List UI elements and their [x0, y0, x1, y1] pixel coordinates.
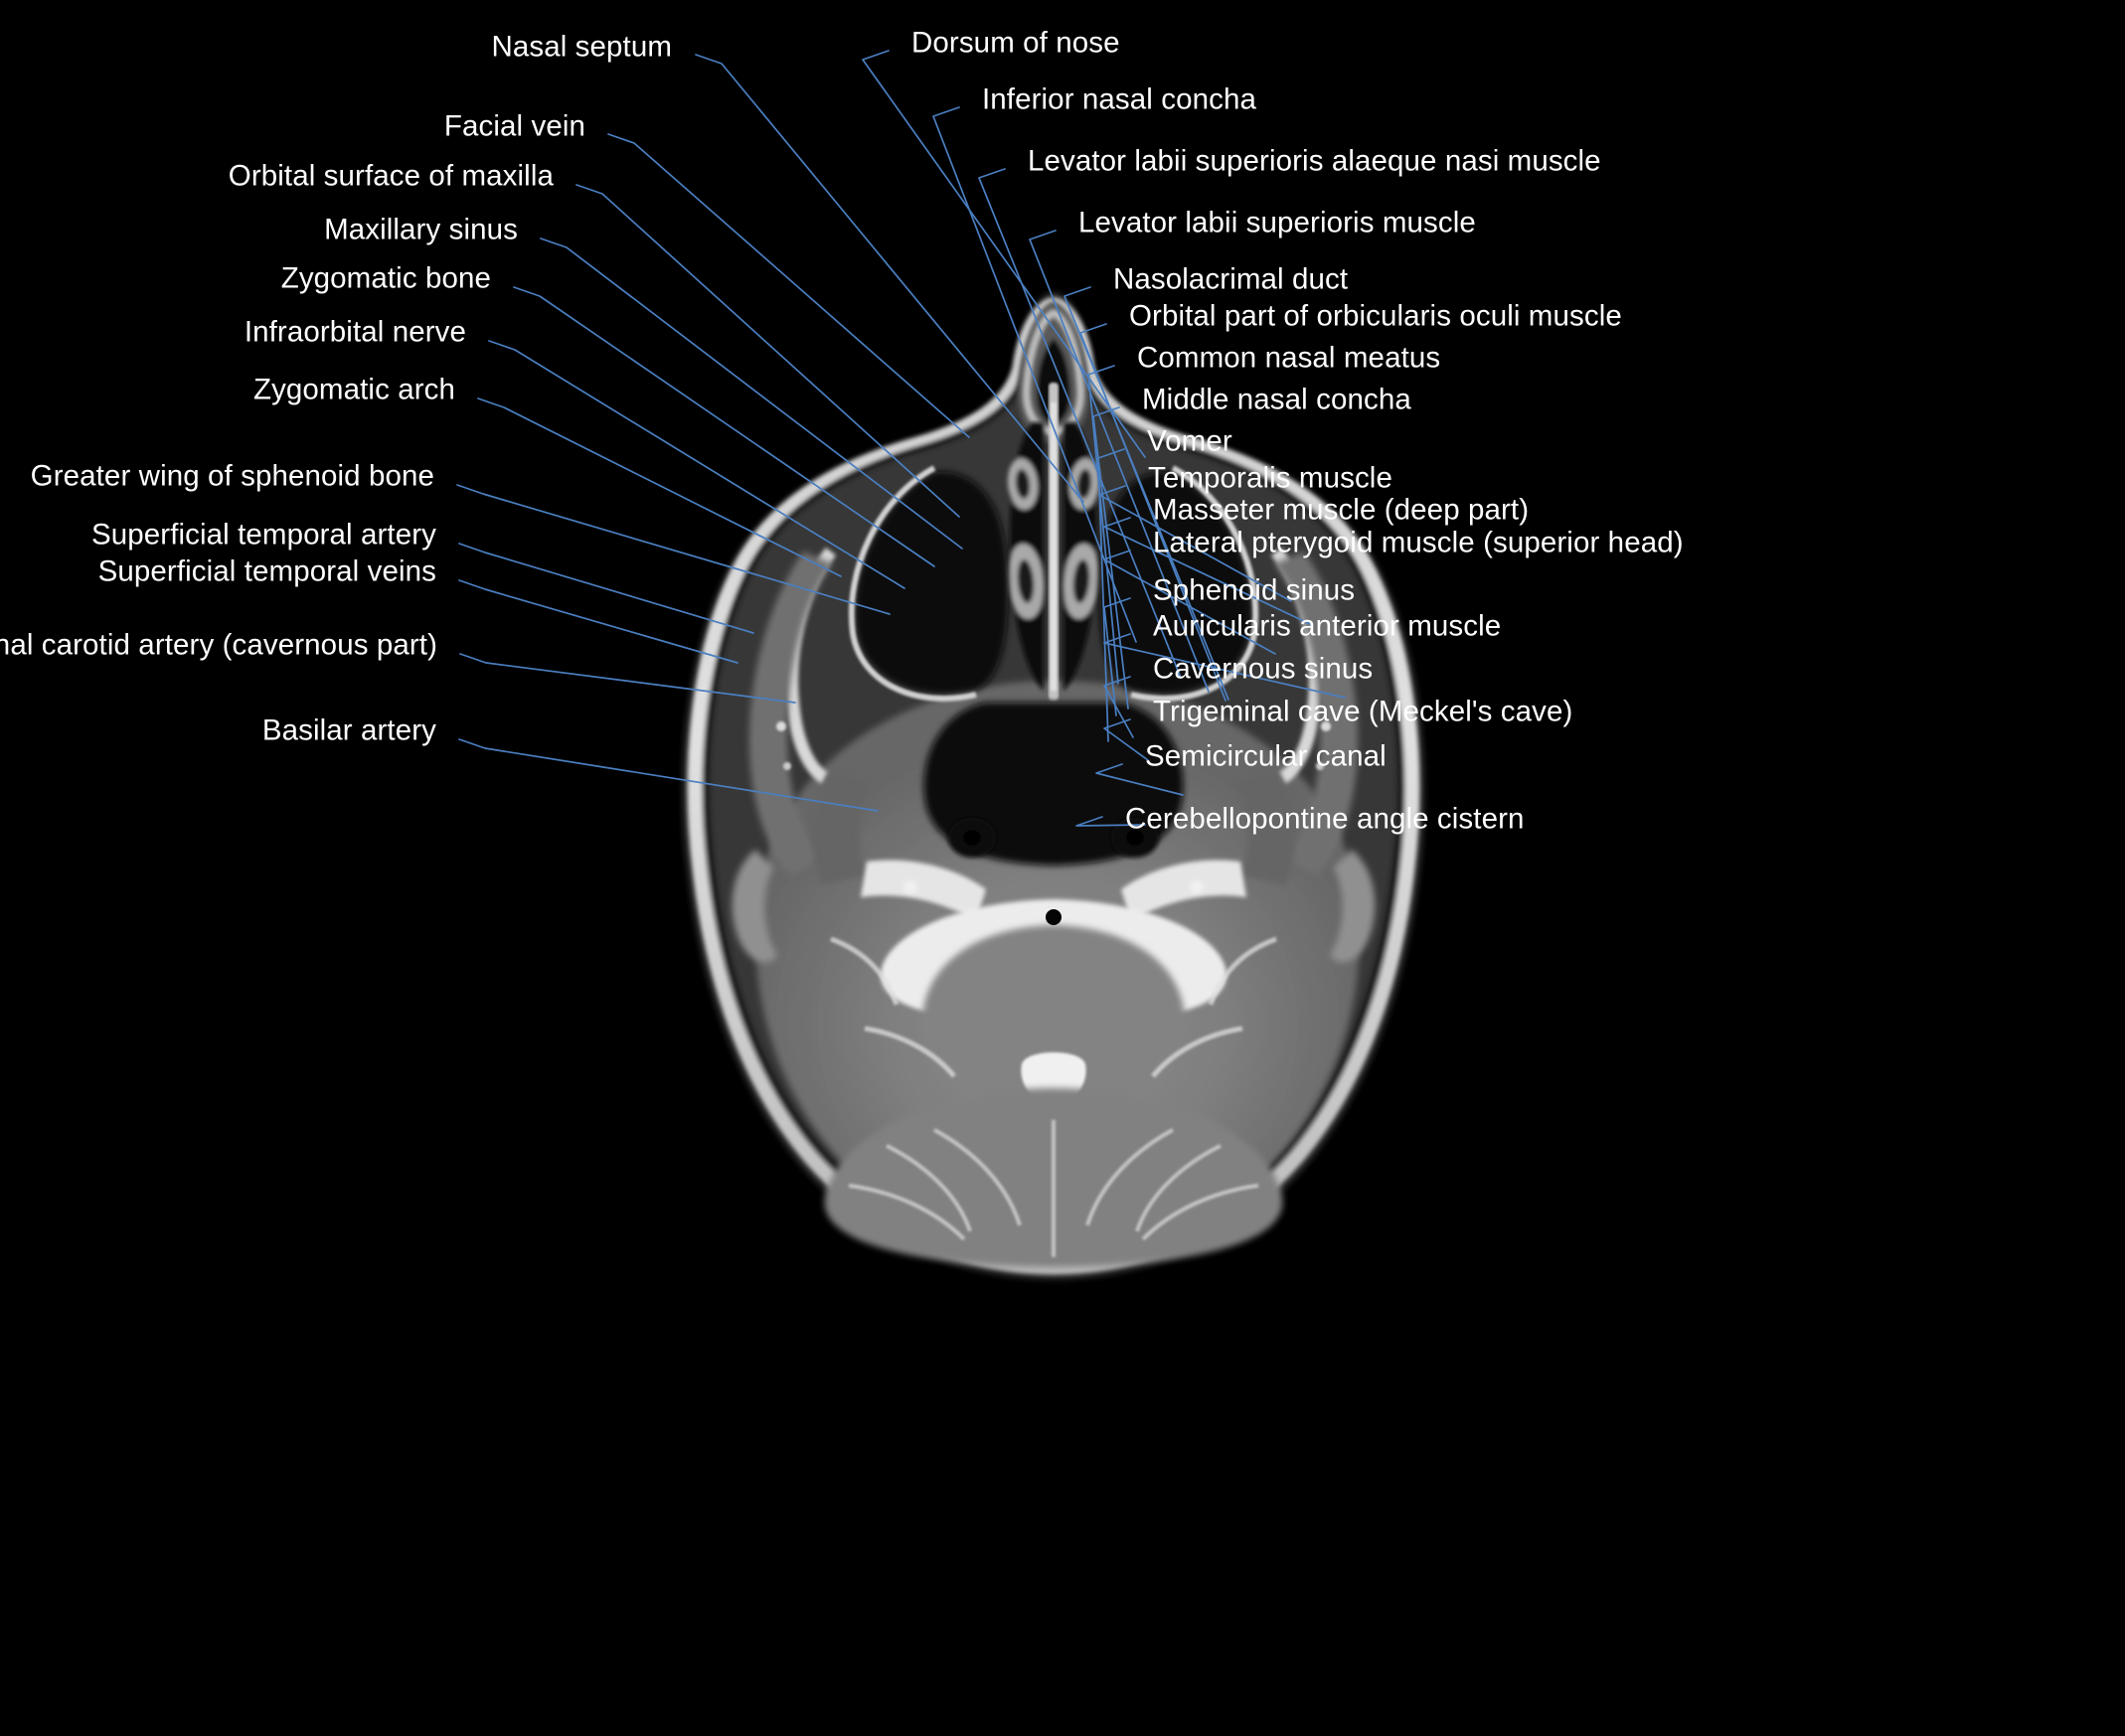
anatomy-label-vomer: Vomer — [1147, 424, 1232, 458]
anatomy-label-facial-vein: Facial vein — [443, 109, 585, 143]
petrous-temporal-bone — [861, 860, 1246, 921]
pons — [921, 925, 1186, 1112]
anatomy-label-cerebellopontine-angle-cistern: Cerebellopontine angle cistern — [1125, 802, 1525, 836]
anatomy-label-orbital-surface-of-maxilla: Orbital surface of maxilla — [228, 159, 554, 193]
anatomy-label-maxillary-sinus: Maxillary sinus — [324, 213, 518, 246]
anatomy-label-levator-labii-superioris-muscle: Levator labii superioris muscle — [1078, 206, 1476, 239]
anatomy-label-zygomatic-bone: Zygomatic bone — [280, 261, 491, 295]
anatomy-label-levator-labii-superioris-alaeque-nasi-muscle: Levator labii superioris alaeque nasi mu… — [1028, 144, 1601, 178]
auricle — [732, 850, 1376, 963]
anatomy-label-inferior-nasal-concha: Inferior nasal concha — [982, 82, 1256, 116]
csf-sulci — [830, 936, 1277, 1078]
anatomy-label-cavernous-sinus: Cavernous sinus — [1153, 652, 1374, 686]
anatomy-label-internal-carotid-artery-cavernous-part: Internal carotid artery (cavernous part) — [0, 628, 437, 662]
anatomy-label-nasolacrimal-duct: Nasolacrimal duct — [1113, 262, 1349, 296]
anatomy-label-middle-nasal-concha: Middle nasal concha — [1142, 383, 1411, 416]
anatomy-label-trigeminal-cave-meckels-cave: Trigeminal cave (Meckel's cave) — [1153, 695, 1573, 728]
anatomy-label-semicircular-canal: Semicircular canal — [1145, 739, 1387, 773]
anatomy-label-superficial-temporal-artery: Superficial temporal artery — [90, 518, 436, 552]
anatomy-label-masseter-muscle-deep-part: Masseter muscle (deep part) — [1153, 493, 1530, 527]
anatomy-label-zygomatic-arch: Zygomatic arch — [252, 373, 455, 406]
anatomy-label-nasal-septum: Nasal septum — [491, 30, 672, 64]
anatomy-label-basilar-artery: Basilar artery — [261, 713, 436, 747]
anatomy-label-temporalis-muscle: Temporalis muscle — [1148, 461, 1392, 495]
anatomy-label-common-nasal-meatus: Common nasal meatus — [1137, 341, 1441, 375]
cerebellar-folia — [848, 1120, 1259, 1257]
anatomy-label-superficial-temporal-veins: Superficial temporal veins — [97, 554, 436, 588]
anatomy-label-auricularis-anterior-muscle: Auricularis anterior muscle — [1153, 609, 1502, 643]
anatomy-label-greater-wing-of-sphenoid-bone: Greater wing of sphenoid bone — [30, 459, 434, 493]
anatomy-label-sphenoid-sinus: Sphenoid sinus — [1153, 573, 1356, 607]
cavernous-sinus — [948, 818, 1159, 858]
anatomy-label-lateral-pterygoid-muscle-superior-head: Lateral pterygoid muscle (superior head) — [1153, 526, 1684, 559]
anatomy-label-orbital-part-of-orbicularis-oculi-muscle: Orbital part of orbicularis oculi muscle — [1129, 299, 1622, 333]
anatomy-label-infraorbital-nerve: Infraorbital nerve — [244, 315, 466, 349]
basilar-artery-marker — [1046, 909, 1062, 925]
anatomy-label-dorsum-of-nose: Dorsum of nose — [911, 26, 1120, 60]
